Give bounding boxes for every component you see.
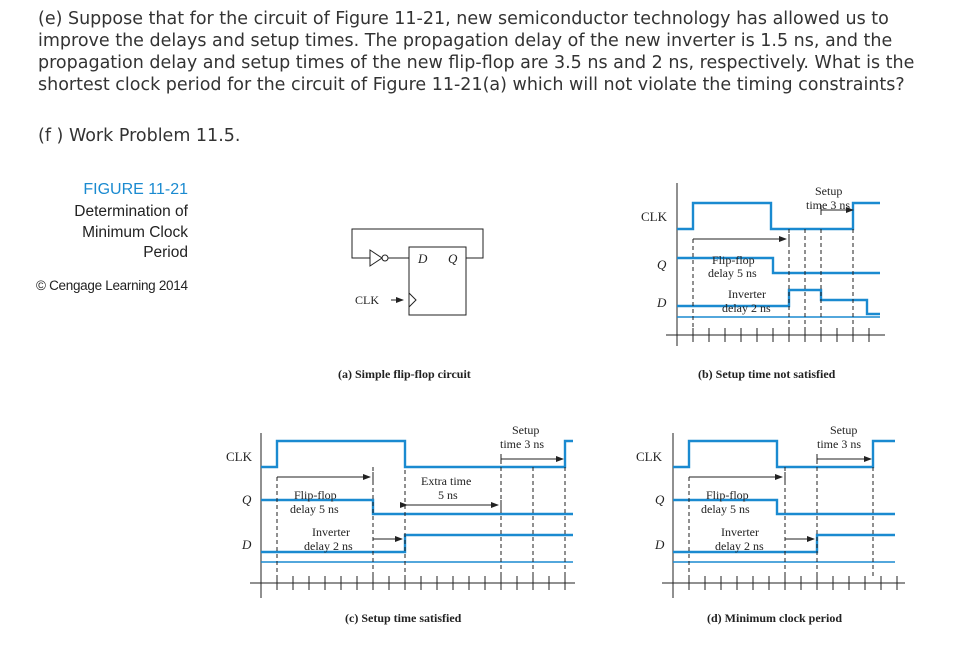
clock-edge-symbol	[408, 292, 417, 308]
q-waveform	[261, 498, 573, 516]
question-f-text: (f ) Work Problem 11.5.	[38, 126, 241, 146]
panel-c-timing: CLK Q D Setup time 3 ns	[226, 423, 575, 625]
clk-waveform	[261, 439, 573, 469]
question-e-text: (e) Suppose that for the circuit of Figu…	[38, 9, 915, 95]
setup-label-1: Setup	[512, 423, 539, 437]
ff-delay-label-1: Flip-flop	[712, 253, 755, 267]
d-label: D	[654, 537, 665, 552]
d-label: D	[241, 537, 252, 552]
setup-label-1: Setup	[815, 184, 842, 198]
clk-label: CLK	[641, 209, 668, 224]
panel-a-caption: (a) Simple flip-flop circuit	[338, 367, 471, 381]
inverter-delay-label-2: delay 2 ns	[715, 539, 764, 553]
clk-label: CLK	[226, 449, 253, 464]
ff-delay-label-2: delay 5 ns	[708, 266, 757, 280]
setup-label-2: time 3 ns	[817, 437, 861, 451]
d-waveform	[677, 288, 880, 316]
setup-label-2: time 3 ns	[806, 198, 850, 212]
q-label: Q	[657, 257, 667, 272]
ff-delay-label-2: delay 5 ns	[290, 502, 339, 516]
inverter-triangle	[369, 249, 383, 267]
ff-delay-label-2: delay 5 ns	[701, 502, 750, 516]
setup-label-1: Setup	[830, 423, 857, 437]
q-label: Q	[655, 492, 665, 507]
clk-waveform	[673, 439, 895, 469]
d-label: D	[656, 295, 667, 310]
figure-credit: © Cengage Learning 2014	[36, 278, 188, 293]
figure-title-line1: Determination of	[74, 203, 188, 220]
inverter-delay-label-2: delay 2 ns	[722, 301, 771, 315]
figure-title-line3: Period	[143, 244, 188, 261]
feedback-wire	[351, 228, 484, 259]
figure-title-line2: Minimum Clock	[82, 224, 188, 241]
extra-time-label-1: Extra time	[421, 474, 471, 488]
extra-time-label-2: 5 ns	[438, 488, 458, 502]
ff-delay-label-1: Flip-flop	[294, 488, 337, 502]
panel-b-timing: CLK Q D Setup time 3 ns Flip-flop delay …	[641, 183, 885, 381]
flip-flop-box	[408, 246, 467, 316]
panel-a-circuit: D Q CLK (a) Simple flip-flop circuit	[338, 228, 484, 381]
clk-label: CLK	[636, 449, 663, 464]
ff-delay-label-1: Flip-flop	[706, 488, 749, 502]
clk-pin-label: CLK	[355, 293, 379, 307]
q-waveform	[673, 498, 895, 516]
panel-d-timing: CLK Q D Setup time 3 ns Flip-flop delay …	[636, 423, 905, 625]
d-waveform	[673, 533, 895, 554]
panel-c-caption: (c) Setup time satisfied	[345, 611, 462, 625]
figure-number: FIGURE 11-21	[83, 181, 188, 198]
inverter-delay-label-2: delay 2 ns	[304, 539, 353, 553]
q-label: Q	[242, 492, 252, 507]
panel-b-caption: (b) Setup time not satisfied	[698, 367, 836, 381]
q-waveform	[677, 256, 880, 275]
panel-d-caption: (d) Minimum clock period	[707, 611, 842, 625]
inverter-delay-label-1: Inverter	[728, 287, 766, 301]
inverter-delay-label-1: Inverter	[312, 525, 350, 539]
setup-label-2: time 3 ns	[500, 437, 544, 451]
d-pin-label: D	[417, 251, 428, 266]
q-pin-label: Q	[448, 251, 458, 266]
inverter-delay-label-1: Inverter	[721, 525, 759, 539]
